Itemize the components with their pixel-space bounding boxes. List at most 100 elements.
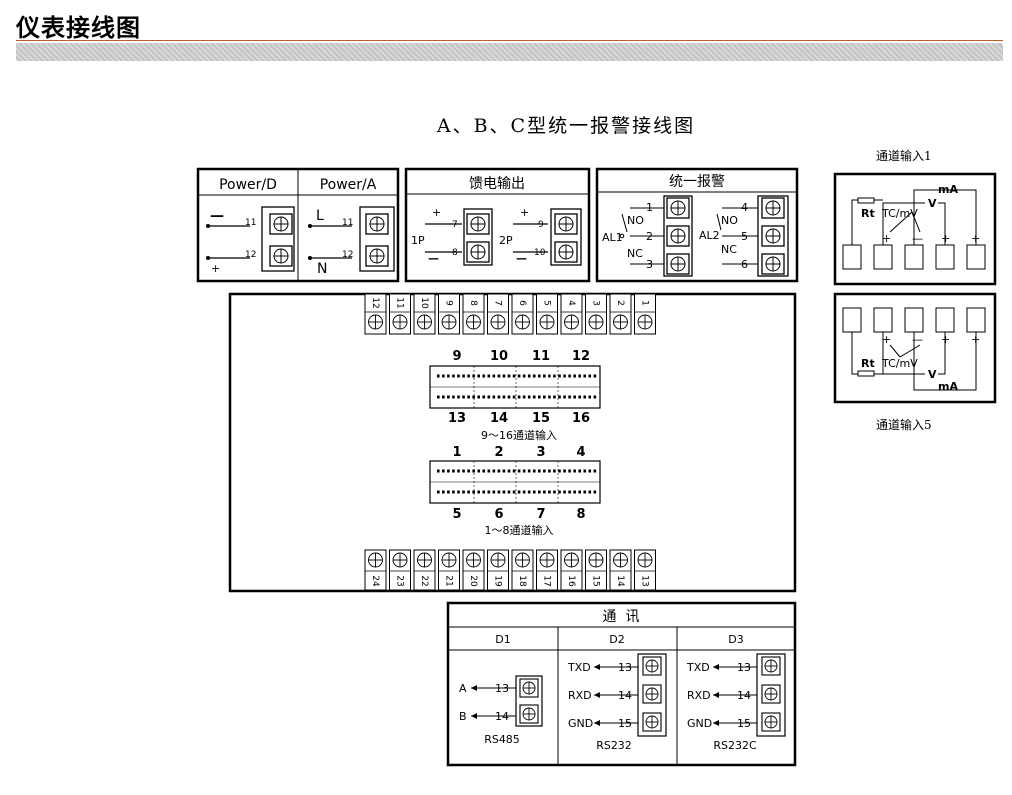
connector-pin: [538, 490, 541, 494]
connector-pin: [588, 374, 592, 378]
connector-pin: [512, 395, 516, 399]
connector-pin: [457, 469, 460, 473]
conn-lower-bot-2: 6: [494, 507, 503, 522]
conn-upper-bot-4: 16: [572, 411, 590, 426]
comm-rs232: RS232: [596, 739, 632, 752]
input1-plus-a: +: [882, 232, 891, 245]
connector-pin: [543, 469, 546, 473]
conn-upper-caption: 9～16通道输入: [481, 428, 557, 442]
connector-pin: [467, 469, 470, 473]
connector-pin: [532, 469, 536, 473]
input5-v: V: [928, 368, 937, 381]
rear-top-terminal-label: 8: [468, 300, 478, 306]
rear-bottom-terminal-22: 22: [413, 549, 436, 591]
connector-pin: [437, 374, 440, 378]
connector-pin: [507, 395, 511, 399]
connector-pin: [482, 490, 486, 494]
connector-pin: [442, 374, 445, 378]
rear-bottom-terminal-label: 22: [419, 575, 429, 586]
rear-top-terminal-label: 3: [591, 300, 601, 306]
connector-pin: [487, 395, 491, 399]
connector-pin: [442, 469, 445, 473]
connector-pin: [457, 490, 460, 494]
connector-pin: [462, 469, 465, 473]
input5-tc: TC/mV: [881, 357, 918, 370]
connector-pin: [462, 395, 465, 399]
connector-pin: [447, 374, 450, 378]
conn-upper-top-4: 12: [572, 349, 590, 364]
connector-pin: [548, 469, 551, 473]
comm-title: 通 讯: [603, 609, 640, 625]
connector-pin: [502, 469, 506, 473]
connector-pin: [492, 469, 496, 473]
connector-pin: [583, 374, 587, 378]
rear-bottom-terminal-13: 13: [634, 549, 656, 591]
title-rule: [16, 40, 1003, 41]
input5-plus-b: +: [941, 333, 950, 346]
connector-pin: [472, 395, 475, 399]
feed-1p: 1P: [411, 234, 425, 247]
rear-bottom-terminal-17: 17: [536, 549, 558, 591]
connector-pin: [527, 395, 531, 399]
rear-bottom-terminal-label: 23: [395, 575, 405, 586]
feed-t10: 10: [534, 248, 546, 258]
connector-pin: [497, 374, 501, 378]
comm-rs485: RS485: [484, 733, 520, 746]
connector-pin: [583, 490, 587, 494]
input5-box: + — + + Rt TC/mV V mA: [833, 292, 997, 404]
connector-pin: [452, 490, 455, 494]
rear-top-terminal-label: 10: [419, 297, 429, 309]
power-a-t12: 12: [342, 250, 353, 260]
connector-pin: [477, 395, 480, 399]
connector-pin: [437, 469, 440, 473]
feed-minus-2: —: [516, 252, 527, 265]
power-box: Power/D Power/A — 11 12 + L 11 12 N: [196, 167, 400, 283]
connector-pin: [487, 374, 491, 378]
connector-pin: [543, 490, 546, 494]
rear-top-terminal-label: 2: [615, 300, 625, 306]
feed-2p: 2P: [499, 234, 513, 247]
connector-pin: [578, 490, 581, 494]
rear-top-terminal-10: 10: [413, 293, 436, 335]
comm-d3-t13: 13: [737, 661, 751, 674]
power-d-minus: —: [210, 208, 224, 224]
power-a-t11: 11: [342, 218, 353, 228]
connector-pin: [447, 490, 450, 494]
connector-pin: [467, 395, 470, 399]
conn-upper-top-3: 11: [532, 349, 550, 364]
connector-pin: [522, 395, 526, 399]
connector-pin: [452, 374, 455, 378]
comm-d1-t14: 14: [495, 710, 509, 723]
input1-rt: Rt: [861, 207, 875, 220]
alarm-al1: AL1: [602, 231, 623, 244]
connector-pin: [538, 374, 541, 378]
rear-top-terminal-label: 4: [566, 300, 576, 306]
rear-bottom-terminal-23: 23: [389, 549, 411, 591]
connector-pin: [558, 490, 561, 494]
conn-lower-bot-1: 5: [452, 507, 461, 522]
connector-pin: [517, 374, 521, 378]
feed-title: 馈电输出: [469, 176, 525, 192]
rear-top-terminal-7: 7: [487, 293, 509, 335]
connector-pin: [583, 395, 587, 399]
rear-top-terminal-6: 6: [511, 293, 534, 335]
conn-lower-top-2: 2: [494, 445, 503, 460]
rear-top-terminal-1: 1: [634, 293, 656, 335]
comm-d1-t13: 13: [495, 682, 509, 695]
comm-a: A: [459, 682, 467, 695]
feed-minus-1: —: [428, 252, 439, 265]
alarm-no-2: NO: [721, 214, 738, 227]
comm-rs232c: RS232C: [713, 739, 757, 752]
connector-pin: [452, 469, 455, 473]
diagram-title: A、B、C型统一报警接线图: [436, 115, 696, 137]
connector-pin: [568, 374, 571, 378]
rear-top-terminal-2: 2: [609, 293, 632, 335]
connector-pin: [553, 374, 556, 378]
comm-d2-gnd: GND: [568, 717, 593, 730]
connector-pin: [502, 374, 506, 378]
rear-top-terminal-12: 12: [364, 293, 387, 335]
comm-d2-rxd: RXD: [568, 689, 592, 702]
connector-pin: [588, 395, 592, 399]
rear-bottom-terminal-18: 18: [511, 549, 534, 591]
